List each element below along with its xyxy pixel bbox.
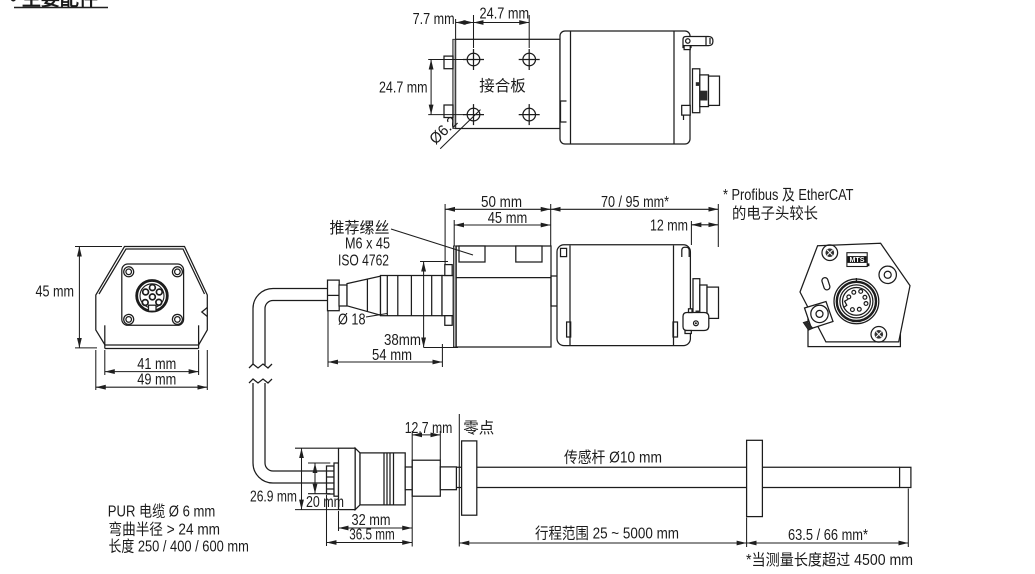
svg-text:传感杆 Ø10 mm: 传感杆 Ø10 mm [564,449,662,467]
svg-text:12 mm: 12 mm [650,218,688,235]
svg-text:49 mm: 49 mm [137,372,176,389]
svg-text:36.5 mm: 36.5 mm [349,527,395,544]
svg-text:长度 250 / 400 / 600 mm: 长度 250 / 400 / 600 mm [109,538,249,556]
svg-text:32 mm: 32 mm [352,512,391,529]
svg-text:24.7 mm: 24.7 mm [379,80,428,97]
svg-text:54 mm: 54 mm [372,347,412,364]
svg-text:70 / 95 mm*: 70 / 95 mm* [601,194,669,211]
svg-text:的电子头较长: 的电子头较长 [732,205,818,223]
svg-text:38mm: 38mm [384,332,421,349]
svg-text:行程范围 25 ~ 5000 mm: 行程范围 25 ~ 5000 mm [535,525,679,543]
svg-text:MTS: MTS [850,257,865,264]
svg-text:弯曲半径 > 24 mm: 弯曲半径 > 24 mm [109,521,221,539]
svg-text:PUR 电缆 Ø 6 mm: PUR 电缆 Ø 6 mm [108,503,216,521]
svg-text:7.7 mm: 7.7 mm [413,11,455,28]
svg-text:推荐缧丝: 推荐缧丝 [330,219,390,237]
svg-text:63.5 / 66 mm*: 63.5 / 66 mm* [788,527,868,544]
svg-text:20 mm: 20 mm [306,494,344,511]
svg-text:41 mm: 41 mm [137,356,176,373]
svg-text:* Profibus 及 EtherCAT: * Profibus 及 EtherCAT [723,187,854,204]
svg-text:ISO 4762: ISO 4762 [338,253,389,270]
svg-text:Ø 18: Ø 18 [338,312,366,329]
svg-text:接合板: 接合板 [479,77,526,95]
svg-text:M6 x 45: M6 x 45 [345,236,390,253]
svg-text:• 主要配件: • 主要配件 [10,0,98,10]
svg-text:45 mm: 45 mm [36,284,75,301]
svg-text:*当测量长度超过 4500 mm: *当测量长度超过 4500 mm [746,551,913,569]
svg-text:50 mm: 50 mm [481,194,522,211]
svg-text:零点: 零点 [463,419,494,437]
svg-text:45 mm: 45 mm [488,210,528,227]
svg-text:24.7 mm: 24.7 mm [480,5,530,22]
svg-text:26.9 mm: 26.9 mm [250,489,297,506]
